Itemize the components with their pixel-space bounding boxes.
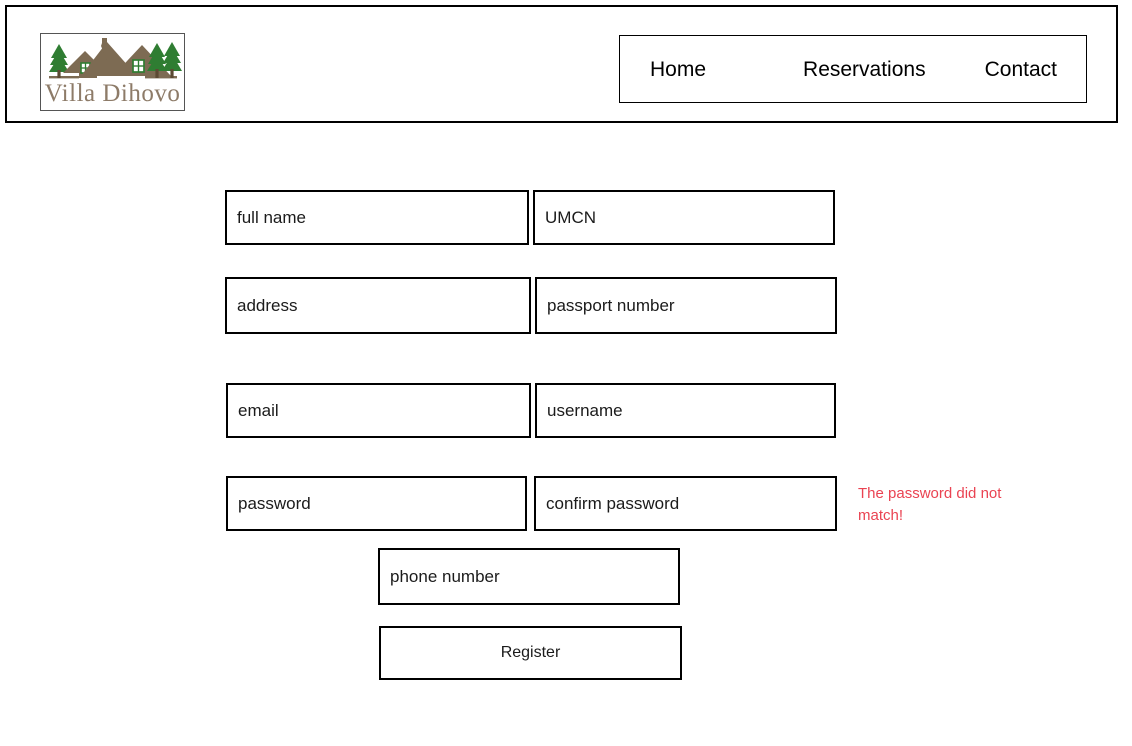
passport-number-placeholder: passport number xyxy=(547,296,675,315)
address-field[interactable]: address xyxy=(225,277,531,334)
password-placeholder: password xyxy=(238,494,311,513)
nav-list: Home Reservations Contact xyxy=(620,36,1086,102)
confirm-password-field[interactable]: confirm password xyxy=(534,476,837,531)
confirm-password-placeholder: confirm password xyxy=(546,494,680,513)
register-button[interactable]: Register xyxy=(379,626,682,680)
site-header: Villa Dihovo Home Reservations Contact xyxy=(5,5,1118,123)
address-placeholder: address xyxy=(237,296,298,315)
umcn-field[interactable]: UMCN xyxy=(533,190,835,245)
logo[interactable]: Villa Dihovo xyxy=(40,33,185,111)
email-placeholder: email xyxy=(238,401,279,420)
username-placeholder: username xyxy=(547,401,623,420)
villa-house-logo-icon xyxy=(49,38,182,79)
email-field[interactable]: email xyxy=(226,383,531,438)
umcn-placeholder: UMCN xyxy=(545,208,596,227)
phone-number-field[interactable]: phone number xyxy=(378,548,680,605)
passport-number-field[interactable]: passport number xyxy=(535,277,837,334)
username-field[interactable]: username xyxy=(535,383,836,438)
password-mismatch-error: The password did not match! xyxy=(858,485,1002,524)
nav-item-home[interactable]: Home xyxy=(650,57,707,81)
nav-item-contact[interactable]: Contact xyxy=(984,57,1057,81)
nav-item-reservations[interactable]: Reservations xyxy=(803,57,926,81)
full-name-field[interactable]: full name xyxy=(225,190,529,245)
brand-wordmark: Villa Dihovo xyxy=(44,80,181,107)
password-field[interactable]: password xyxy=(226,476,527,531)
main-navigation: Home Reservations Contact xyxy=(619,35,1087,103)
full-name-placeholder: full name xyxy=(237,208,306,227)
phone-number-placeholder: phone number xyxy=(390,567,500,586)
